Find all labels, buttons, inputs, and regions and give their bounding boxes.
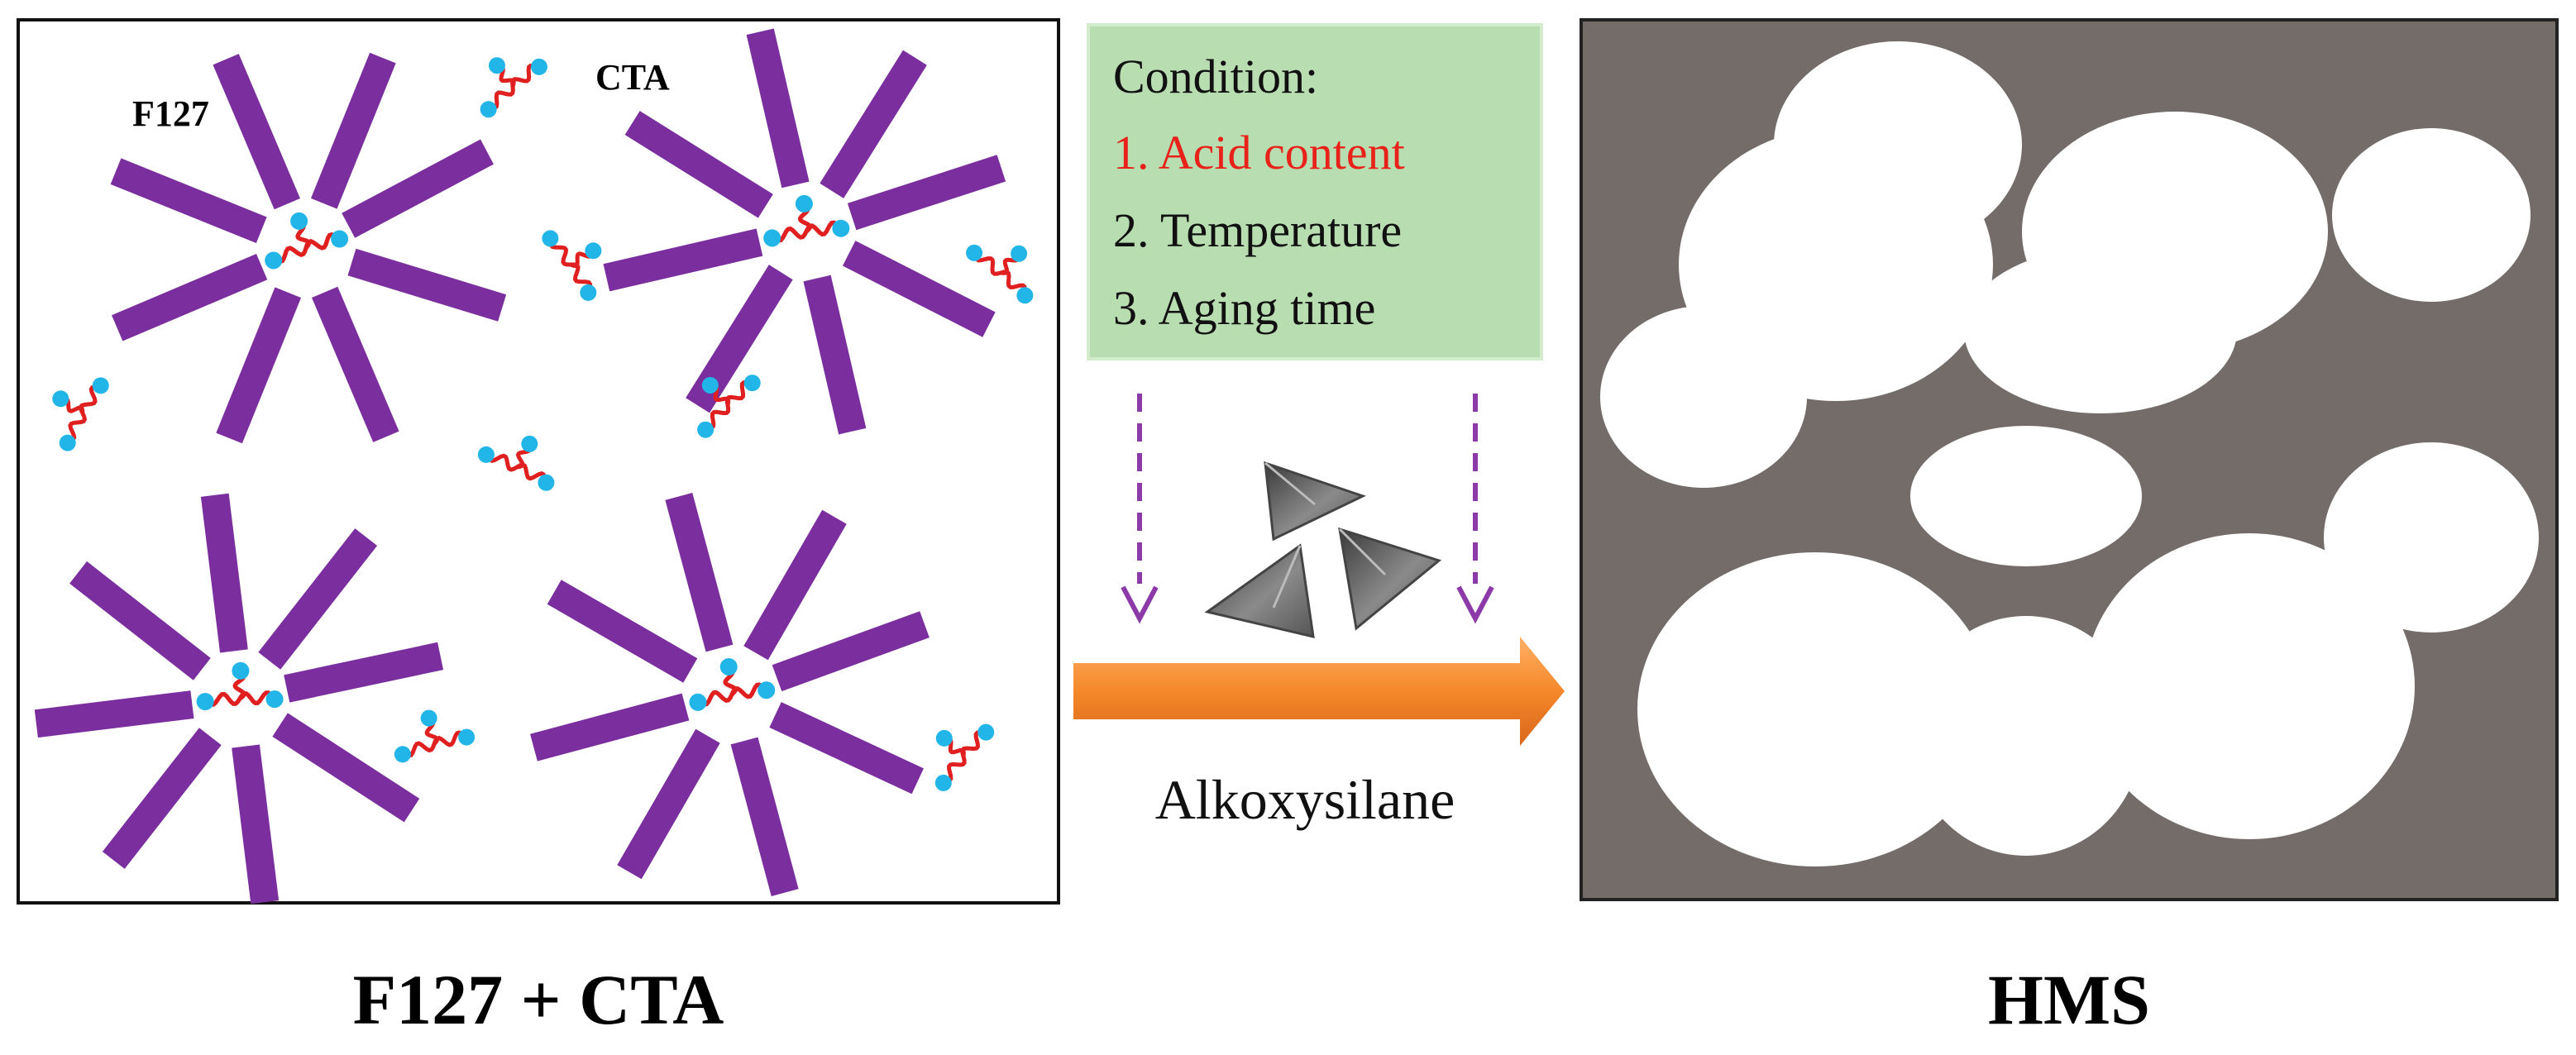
right-panel (1580, 18, 2559, 901)
cta-molecule (265, 212, 349, 270)
pore (1637, 552, 1993, 866)
cta-molecule (689, 658, 776, 711)
right-caption: HMS (1988, 960, 2150, 1039)
f127-rod (347, 248, 507, 322)
f127-rod (746, 28, 810, 189)
alkoxysilane-label: Alkoxysilane (1155, 768, 1455, 831)
f127-label: F127 (132, 93, 209, 134)
tetrahedron-3 (1338, 527, 1442, 631)
f127-rod (772, 611, 930, 692)
f127-rod (102, 728, 222, 869)
pore (2332, 128, 2531, 302)
f127-rod (272, 713, 420, 823)
f127-rod (686, 265, 793, 413)
f127-rod (110, 158, 267, 244)
left-caption: F127 + CTA (353, 960, 724, 1039)
process-arrow (1073, 637, 1565, 746)
cta-molecule (196, 661, 284, 711)
dashed-arrow-left (1121, 394, 1159, 624)
f127-rod (617, 728, 720, 880)
f127-rod (769, 702, 924, 795)
f127-rod (258, 528, 378, 670)
cta-molecule (394, 709, 476, 763)
f127-rod (530, 693, 690, 761)
micelles-group (34, 28, 1006, 905)
f127-rod (200, 493, 248, 653)
cta-molecule (480, 57, 547, 118)
f127-rod (342, 139, 494, 238)
condition-title: Condition: (1113, 50, 1318, 103)
f127-rod (730, 737, 799, 896)
f127-rod (603, 228, 763, 292)
cta-molecule (542, 230, 602, 301)
condition-box-bg (1087, 23, 1543, 360)
f127-rod (665, 493, 734, 652)
cta-molecule (477, 435, 555, 491)
f127-micelle (110, 52, 507, 444)
pore (2084, 533, 2415, 839)
f127-rod (820, 50, 927, 198)
f127-rod (216, 287, 302, 444)
cta-molecule (697, 375, 761, 438)
free-cta-group (52, 57, 1034, 791)
condition-item-acid: 1. Acid content (1113, 126, 1405, 179)
f127-rod (842, 241, 996, 337)
condition-item-aging: 3. Aging time (1113, 281, 1375, 335)
f127-rod (847, 155, 1006, 231)
f127-micelle (530, 493, 930, 896)
condition-box: Condition: 1. Acid content 2. Temperatur… (1087, 23, 1543, 360)
pore (1910, 426, 2142, 566)
tetrahedron-2 (1204, 543, 1315, 638)
cta-molecule (934, 723, 995, 791)
f127-rod (112, 254, 268, 341)
f127-rod (69, 561, 211, 680)
f127-rod (34, 690, 194, 738)
cta-molecule (966, 244, 1034, 304)
f127-rod (284, 642, 444, 703)
dashed-arrow-right (1456, 394, 1494, 624)
f127-rod (213, 54, 300, 210)
f127-rod (624, 111, 773, 218)
tetrahedron-1 (1264, 461, 1366, 542)
pore (1600, 306, 1807, 488)
pore (2324, 442, 2539, 633)
pore (1964, 248, 2237, 413)
left-panel: F127 CTA (17, 18, 1060, 905)
f127-rod (743, 509, 847, 661)
f127-rod (312, 286, 399, 442)
f127-micelle (34, 493, 444, 905)
cta-molecule (52, 377, 109, 451)
f127-rod (232, 744, 280, 905)
pores (1600, 41, 2539, 866)
f127-rod (803, 274, 867, 435)
f127-rod (310, 52, 396, 209)
f127-rod (547, 580, 698, 683)
condition-item-temperature: 2. Temperature (1113, 203, 1402, 257)
pore (1910, 616, 2142, 856)
cta-molecule (763, 194, 850, 247)
cta-label: CTA (595, 57, 670, 98)
f127-micelle (603, 28, 1006, 435)
